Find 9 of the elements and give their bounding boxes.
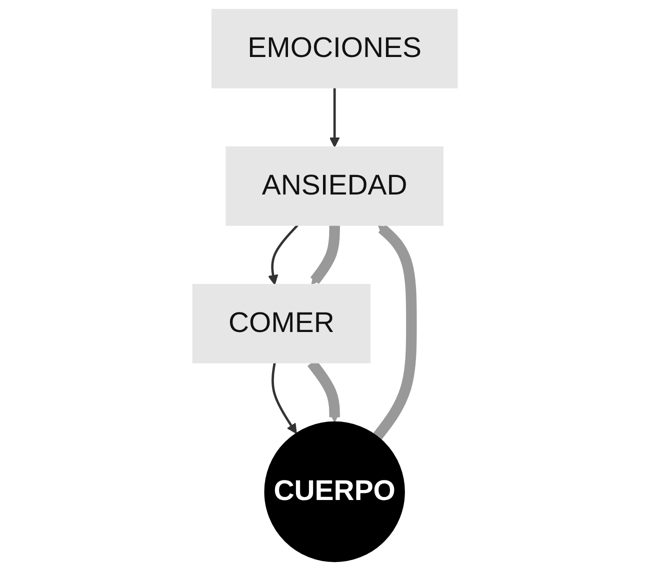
arrow [271, 362, 297, 434]
arrow [329, 88, 340, 148]
node-box: COMER [192, 284, 371, 364]
node-box: EMOCIONES [211, 8, 458, 88]
arrow [268, 224, 298, 285]
node-box: ANSIEDAD [226, 146, 444, 226]
arrow [373, 224, 417, 440]
arrow [310, 224, 340, 285]
node-circle: CUERPO [264, 421, 405, 562]
